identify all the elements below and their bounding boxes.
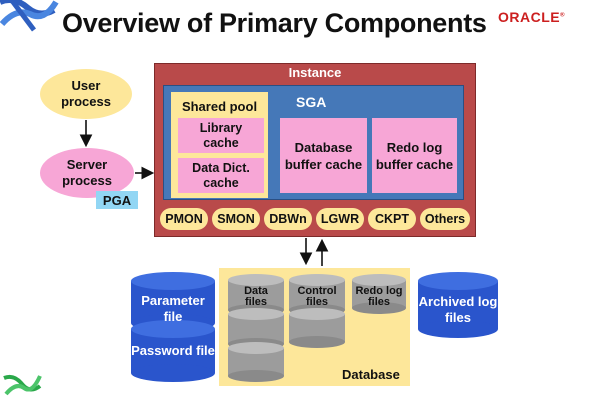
data-files-label: Data files <box>244 285 268 308</box>
parameter-file-label: Parameter file <box>141 293 205 324</box>
archived-log-files-label: Archived log files <box>418 294 498 325</box>
oracle-logo: ORACLE® <box>498 9 566 25</box>
redo-log-files-label: Redo log files <box>355 285 403 308</box>
database-buffer-cache: Database buffer cache <box>280 118 367 193</box>
shared-pool-label: Shared pool <box>181 99 258 114</box>
password-file-cylinder <box>131 320 215 382</box>
data-dict-cache: Data Dict. cache <box>178 158 264 193</box>
green-logo-icon <box>3 374 42 396</box>
sga-label: SGA <box>296 94 327 110</box>
pga-box: PGA <box>96 191 138 209</box>
data-files-cylinders <box>228 274 284 382</box>
password-file-label: Password file <box>131 343 215 358</box>
instance-label: Instance <box>288 65 342 80</box>
server-process: Server process <box>40 148 134 198</box>
archived-log-files-cylinder <box>418 272 498 338</box>
process-dbwn: DBWn <box>264 208 312 230</box>
redo-log-buffer-cache: Redo log buffer cache <box>372 118 457 193</box>
page-title: Overview of Primary Components <box>62 8 487 38</box>
library-cache: Library cache <box>178 118 264 153</box>
redo-log-files-cylinder <box>352 274 406 314</box>
process-smon: SMON <box>212 208 260 230</box>
control-files-label: Control files <box>297 285 337 308</box>
process-others: Others <box>420 208 470 230</box>
process-pmon: PMON <box>160 208 208 230</box>
user-process: User process <box>40 69 132 119</box>
process-ckpt: CKPT <box>368 208 416 230</box>
process-lgwr: LGWR <box>316 208 364 230</box>
database-label: Database <box>342 367 400 382</box>
control-files-cylinders <box>289 274 345 348</box>
blue-x-logo-icon <box>0 0 59 32</box>
